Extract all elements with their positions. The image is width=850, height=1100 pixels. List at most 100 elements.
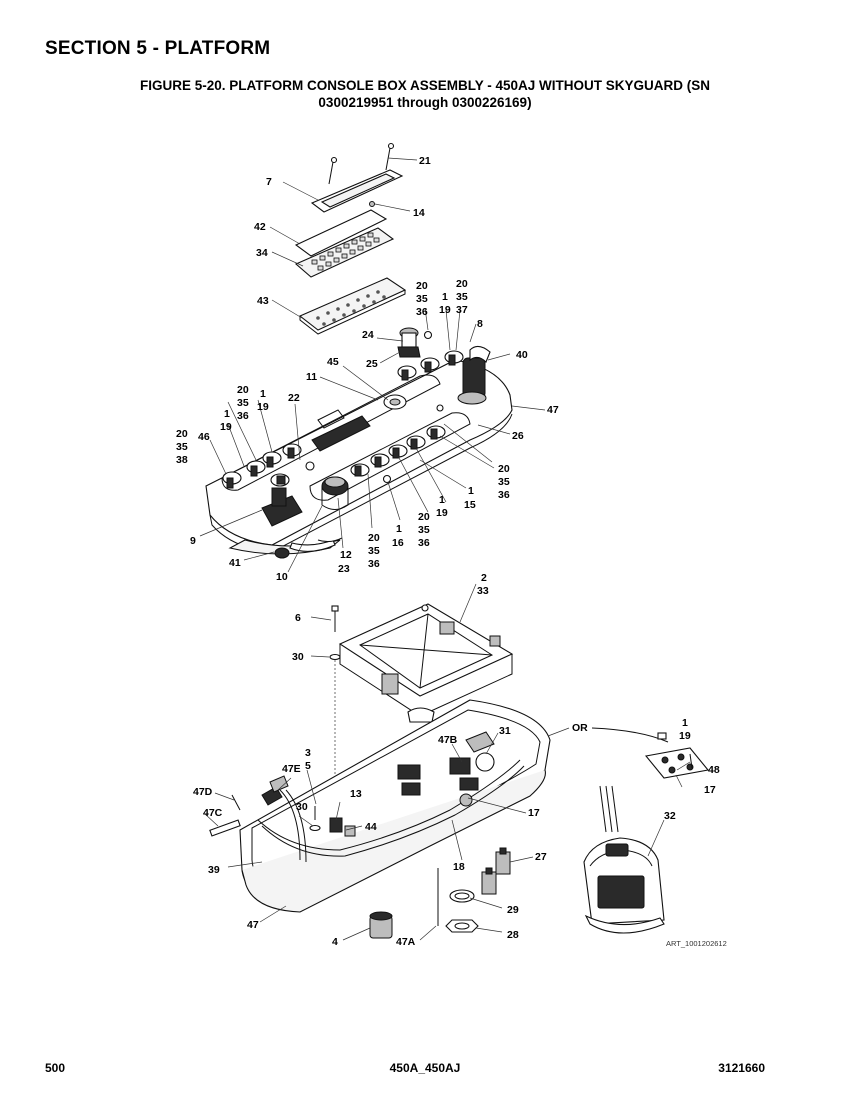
callout-group-top-1: 20 35 36: [416, 280, 428, 318]
blank-plate-option: [591, 727, 710, 779]
svg-text:3: 3: [305, 747, 311, 759]
svg-text:1: 1: [442, 291, 448, 303]
callout-25: 25: [366, 358, 378, 370]
callout-47e: 47E: [282, 763, 301, 775]
callout-7: 7: [266, 176, 272, 188]
svg-text:35: 35: [368, 545, 380, 557]
svg-text:35: 35: [498, 476, 510, 488]
svg-text:5: 5: [305, 760, 311, 772]
svg-text:1: 1: [439, 494, 445, 506]
svg-text:20: 20: [416, 280, 428, 292]
callout-8: 8: [477, 318, 483, 330]
toggle-switches-left: [222, 443, 302, 489]
svg-text:1: 1: [468, 485, 474, 497]
callout-group-right-1: 20 35 36: [498, 463, 510, 501]
callout-11: 11: [306, 371, 317, 383]
svg-text:1: 1: [260, 388, 266, 400]
callout-12: 12: [340, 549, 352, 561]
callout-group-left-2: 1 19: [257, 388, 269, 413]
callout-42: 42: [254, 221, 266, 233]
console-top-panel: [205, 327, 513, 559]
callout-group-bottom-2: 20 35 36: [418, 511, 430, 549]
callout-47-top: 47: [547, 404, 559, 416]
svg-text:19: 19: [436, 507, 448, 519]
svg-text:36: 36: [237, 410, 249, 422]
svg-text:20: 20: [418, 511, 430, 523]
mounting-plate: [329, 603, 514, 800]
svg-text:16: 16: [392, 537, 404, 549]
art-reference: ART_1001202612: [666, 939, 727, 948]
callout-24: 24: [362, 329, 374, 341]
leader-lines: [199, 157, 691, 941]
figure-title-line-2: 0300219951 through 0300226169): [318, 95, 532, 110]
callout-31: 31: [499, 725, 511, 737]
callout-or: OR: [572, 722, 588, 734]
callout-10: 10: [276, 571, 288, 583]
foot-switch: [583, 785, 665, 934]
callout-labels: 21 7 14 42 34 43 20 35 36 1 19 20 35 37 …: [176, 155, 727, 948]
callout-18: 18: [453, 861, 465, 873]
svg-text:2: 2: [481, 572, 487, 584]
callout-group-bottom-3: 20 35 36: [368, 532, 380, 570]
callout-29: 29: [507, 904, 519, 916]
callout-45: 45: [327, 356, 339, 368]
svg-text:19: 19: [679, 730, 691, 742]
toggle-switches-top: [397, 350, 464, 381]
callout-group-left-1: 20 35 36: [237, 384, 249, 422]
toggle-switches-mid: [350, 425, 446, 477]
callout-group-left-4: 20 35 38: [176, 428, 188, 466]
svg-text:20: 20: [498, 463, 510, 475]
callout-23: 23: [338, 563, 350, 575]
callout-22: 22: [288, 392, 300, 404]
callout-30-upper: 30: [292, 651, 304, 663]
svg-text:19: 19: [257, 401, 269, 413]
callout-group-bottom-4: 1 16: [392, 523, 404, 549]
callout-47c: 47C: [203, 807, 223, 819]
callout-47-bottom: 47: [247, 919, 259, 931]
callout-group-top-2: 1 19: [439, 291, 451, 316]
svg-text:35: 35: [418, 524, 430, 536]
svg-text:20: 20: [368, 532, 380, 544]
svg-text:36: 36: [498, 489, 510, 501]
svg-text:36: 36: [368, 558, 380, 570]
svg-text:37: 37: [456, 304, 468, 316]
callout-17-box: 17: [528, 807, 540, 819]
joystick-left: [261, 473, 303, 527]
callout-40: 40: [516, 349, 528, 361]
joystick-right: [457, 345, 491, 405]
callout-44: 44: [365, 821, 377, 833]
callout-27: 27: [535, 851, 547, 863]
svg-text:36: 36: [418, 537, 430, 549]
callout-30-lower: 30: [296, 801, 308, 813]
svg-text:35: 35: [237, 397, 249, 409]
section-title: SECTION 5 - PLATFORM: [45, 38, 271, 59]
callout-48: 48: [708, 764, 720, 776]
svg-text:35: 35: [456, 291, 468, 303]
callout-32: 32: [664, 810, 676, 822]
callout-13: 13: [350, 788, 362, 800]
callout-46: 46: [198, 431, 210, 443]
callout-14: 14: [413, 207, 425, 219]
callout-4: 4: [332, 936, 338, 948]
svg-text:1: 1: [396, 523, 402, 535]
footer-doc-number: 3121660: [718, 1061, 765, 1075]
svg-text:1: 1: [682, 717, 688, 729]
callout-group-top-3: 20 35 37: [456, 278, 468, 316]
svg-text:35: 35: [416, 293, 428, 305]
svg-text:19: 19: [220, 421, 232, 433]
callout-group-left-3: 1 19: [220, 408, 232, 433]
footer-model: 450A_450AJ: [389, 1061, 461, 1075]
svg-text:36: 36: [416, 306, 428, 318]
console-bottom-box: [209, 699, 551, 939]
callout-26: 26: [512, 430, 524, 442]
svg-text:20: 20: [237, 384, 249, 396]
svg-text:1: 1: [224, 408, 230, 420]
footer-page-number: 500: [45, 1061, 66, 1075]
figure-title: FIGURE 5-20. PLATFORM CONSOLE BOX ASSEMB…: [60, 77, 790, 111]
callout-47a: 47A: [396, 936, 416, 948]
figure-title-line-1: FIGURE 5-20. PLATFORM CONSOLE BOX ASSEMB…: [139, 78, 711, 93]
callout-9: 9: [190, 535, 196, 547]
svg-text:35: 35: [176, 441, 188, 453]
callout-group-2-33: 2 33: [477, 572, 489, 597]
